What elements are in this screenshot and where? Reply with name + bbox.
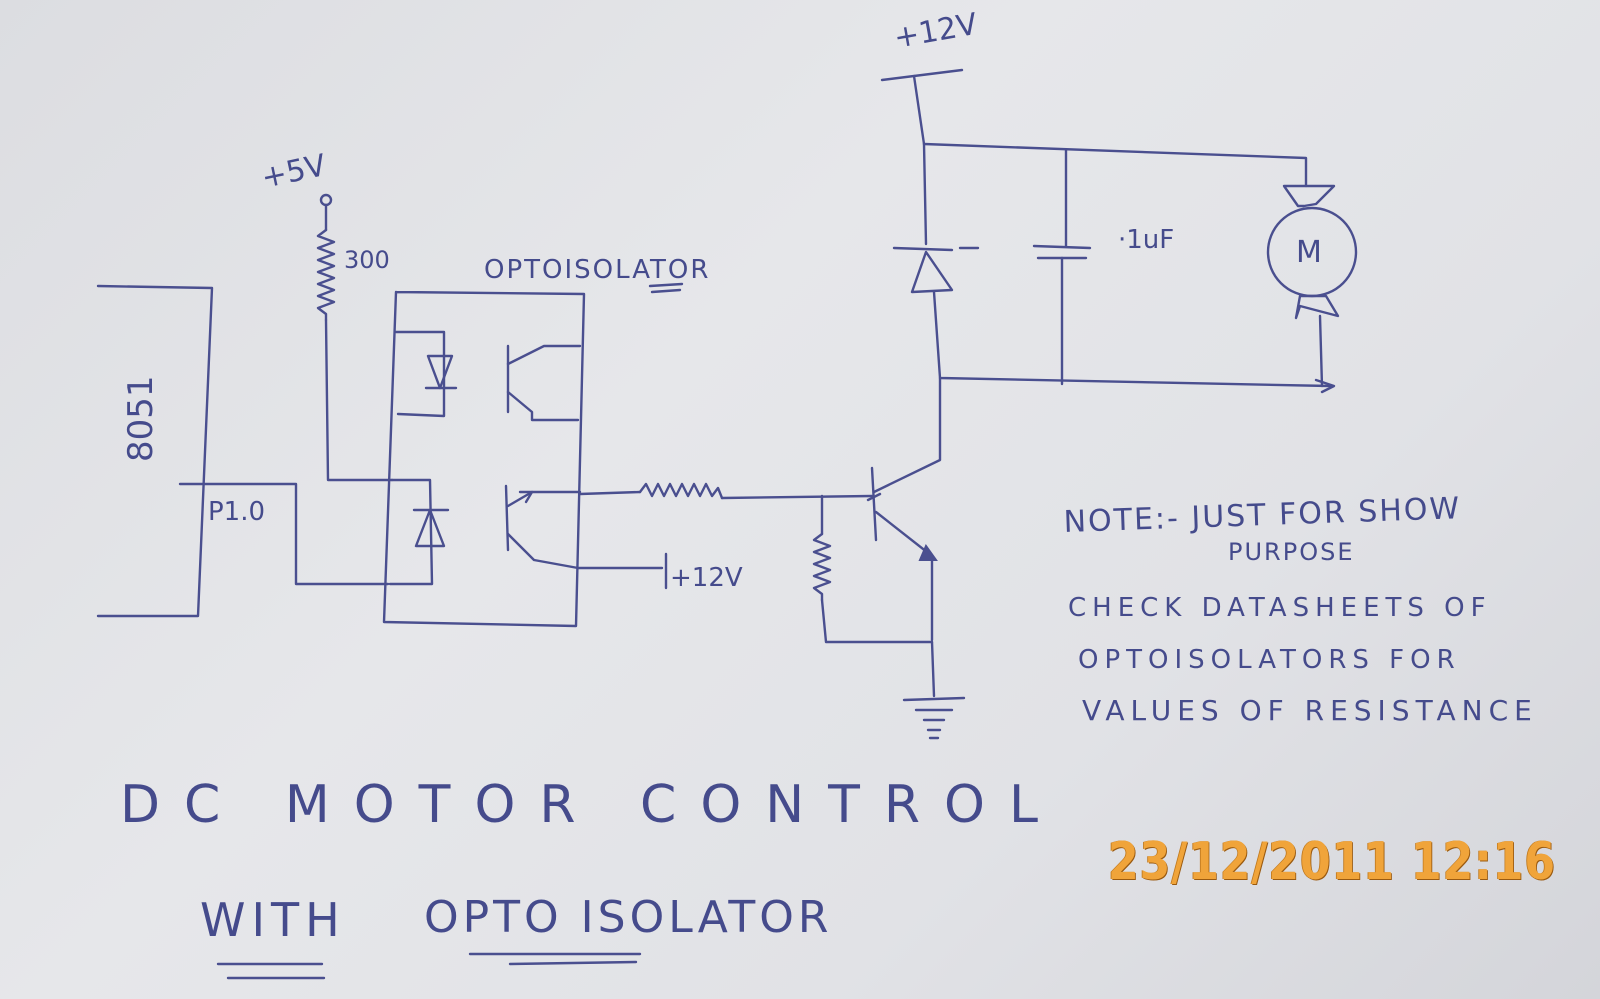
motor-supply-network: +12V ·1uF M bbox=[880, 7, 1358, 394]
resistor-300-label: 300 bbox=[344, 246, 390, 274]
mcu-8051-block: 8051 P1.0 bbox=[96, 284, 390, 618]
note-line-1: NOTE:- JUST FOR SHOW bbox=[1063, 491, 1462, 540]
title-line-2-opto-isolator: OPTO ISOLATOR bbox=[424, 892, 833, 943]
note-line-4: OPTOISOLATORS FOR bbox=[1078, 645, 1461, 675]
ground-symbol bbox=[902, 640, 966, 740]
pulldown-resistor bbox=[812, 532, 832, 602]
power-transistor bbox=[866, 376, 942, 642]
note-line-2: PURPOSE bbox=[1228, 538, 1354, 566]
base-resistor bbox=[638, 482, 724, 500]
base-drive-network: +12V bbox=[576, 482, 934, 644]
resistor-300 bbox=[316, 228, 336, 322]
note-line-3: CHECK DATASHEETS OF bbox=[1068, 593, 1492, 623]
supply-12v-top-label: +12V bbox=[891, 7, 980, 56]
title-line-2-with: WITH bbox=[200, 893, 346, 947]
photo-timestamp: 23/12/2011 12:16 bbox=[1108, 832, 1557, 892]
capacitor-label: ·1uF bbox=[1118, 225, 1174, 255]
title-line-1: DC MOTOR CONTROL bbox=[120, 775, 1062, 835]
motor-label: M bbox=[1296, 235, 1322, 270]
supply-12v-collector-label: +12V bbox=[670, 563, 743, 593]
motor: M bbox=[1266, 184, 1358, 394]
mcu-label: 8051 bbox=[121, 375, 161, 462]
design-note: NOTE:- JUST FOR SHOW PURPOSE CHECK DATAS… bbox=[1063, 491, 1538, 727]
supply-5v-branch: +5V 300 bbox=[258, 148, 394, 482]
supply-5v-label: +5V bbox=[258, 148, 329, 196]
optoisolator-label: OPTOISOLATOR bbox=[484, 255, 710, 285]
optoisolator-package: OPTOISOLATOR bbox=[382, 255, 710, 628]
note-line-5: VALUES OF RESISTANCE bbox=[1082, 694, 1538, 727]
diagram-title: DC MOTOR CONTROL WITH OPTO ISOLATOR bbox=[120, 775, 1062, 980]
pin-label: P1.0 bbox=[208, 497, 265, 527]
supply-5v-terminal bbox=[319, 193, 333, 207]
